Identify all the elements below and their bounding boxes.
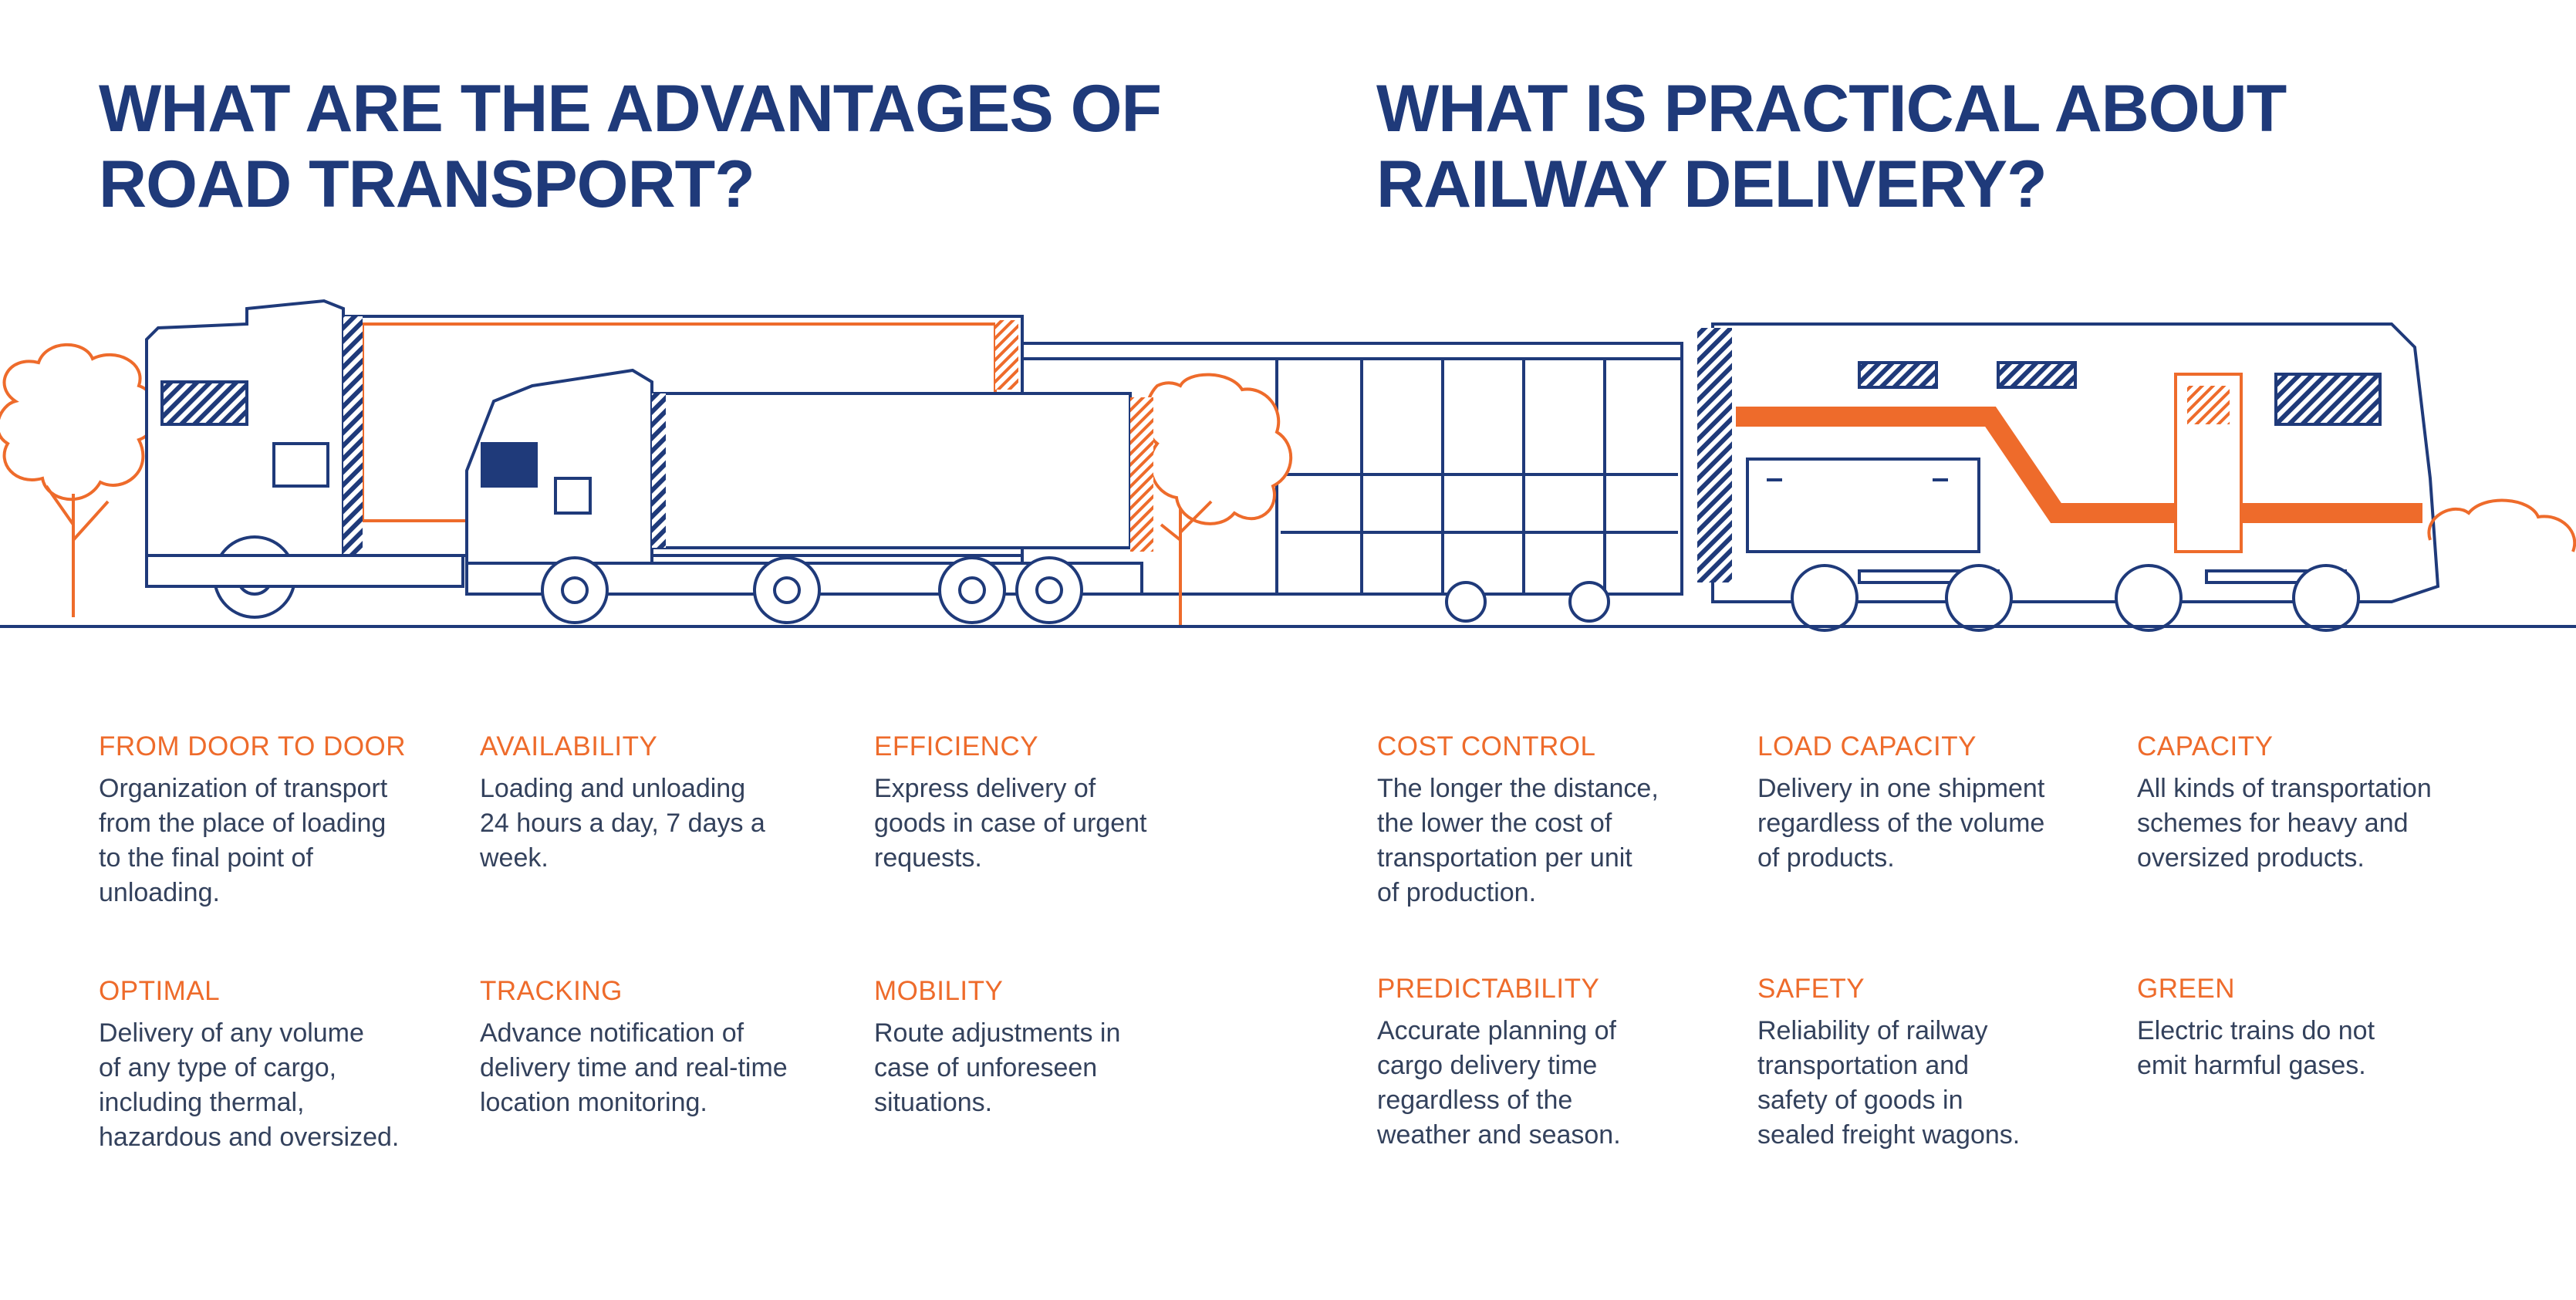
advantage-title: GREEN [2137,974,2235,1004]
road-heading-line-2: ROAD TRANSPORT? [99,147,755,221]
advantage-description-line: oversized products. [2137,843,2365,873]
advantage-description-line: goods in case of urgent [874,809,1147,838]
road-advantage-availability: AVAILABILITY Loading and unloading 24 ho… [480,731,842,876]
transport-illustration [0,299,2576,632]
advantage-description-line: of any type of cargo, [99,1053,337,1082]
advantage-description-line: The longer the distance, [1377,774,1659,803]
advantage-description: Electric trains do not emit harmful gase… [2137,1014,2500,1083]
advantage-description-line: case of unforeseen [874,1053,1098,1082]
advantage-title: MOBILITY [874,976,1004,1006]
advantage-description: All kinds of transportation schemes for … [2137,772,2500,876]
advantage-description-line: of production. [1377,878,1537,907]
advantage-description: Express delivery of goods in case of urg… [874,772,1237,876]
advantage-description: Accurate planning of cargo delivery time… [1377,1014,1740,1153]
advantage-description-line: Advance notification of [480,1018,744,1048]
advantage-description-line: cargo delivery time [1377,1051,1598,1080]
advantage-description-line: Loading and unloading [480,774,746,803]
advantage-title: OPTIMAL [99,976,221,1006]
advantage-description-line: week. [480,843,549,873]
rail-advantage-capacity: CAPACITY All kinds of transportation sch… [2137,731,2500,876]
tree-icon [2427,498,2576,552]
road-advantage-tracking: TRACKING Advance notification of deliver… [480,976,842,1120]
advantage-description-line: regardless of the volume [1757,809,2045,838]
advantage-description-line: emit harmful gases. [2137,1051,2366,1080]
advantage-title: COST CONTROL [1377,731,1596,761]
advantage-title: SAFETY [1757,974,1865,1004]
advantage-description-line: to the final point of [99,843,313,873]
rail-heading-line-2: RAILWAY DELIVERY? [1376,147,2048,221]
road-advantage-optimal: OPTIMAL Delivery of any volume of any ty… [99,976,461,1155]
advantage-title: TRACKING [480,976,623,1006]
advantage-description-line: of products. [1757,843,1895,873]
advantage-description: Reliability of railway transportation an… [1757,1014,2120,1153]
advantage-description: Delivery in one shipment regardless of t… [1757,772,2120,876]
advantage-description-line: from the place of loading [99,809,387,838]
road-advantage-from-door-to-door: FROM DOOR TO DOOR Organization of transp… [99,731,461,910]
road-transport-heading: WHAT ARE THE ADVANTAGES OF ROAD TRANSPOR… [99,71,1162,222]
advantage-description-line: Electric trains do not [2137,1016,2375,1045]
advantage-description-line: hazardous and oversized. [99,1123,400,1152]
advantage-description: Organization of transport from the place… [99,772,461,910]
advantage-title: EFFICIENCY [874,731,1039,761]
rail-advantage-predictability: PREDICTABILITY Accurate planning of carg… [1377,974,1740,1153]
advantage-description-line: Delivery of any volume [99,1018,364,1048]
advantage-description-line: delivery time and real-time [480,1053,788,1082]
rail-advantage-cost-control: COST CONTROL The longer the distance, th… [1377,731,1740,910]
rail-heading-line-1: WHAT IS PRACTICAL ABOUT [1376,72,2287,146]
rail-advantage-green: GREEN Electric trains do not emit harmfu… [2137,974,2500,1083]
locomotive-icon [1697,322,2440,632]
advantage-description-line: All kinds of transportation [2137,774,2432,803]
advantage-description-line: location monitoring. [480,1088,707,1117]
advantage-description-line: regardless of the [1377,1086,1573,1115]
advantage-title: FROM DOOR TO DOOR [99,731,407,761]
truck-icon [465,368,1153,624]
advantage-description: Advance notification of delivery time an… [480,1016,842,1120]
advantage-description-line: transportation and [1757,1051,1970,1080]
advantage-description: Delivery of any volume of any type of ca… [99,1016,461,1155]
advantage-description-line: schemes for heavy and [2137,809,2409,838]
advantage-description-line: weather and season. [1377,1120,1621,1150]
advantage-description-line: sealed freight wagons. [1757,1120,2021,1150]
advantage-description-line: Accurate planning of [1377,1016,1616,1045]
advantage-description-line: situations. [874,1088,993,1117]
road-advantage-mobility: MOBILITY Route adjustments in case of un… [874,976,1237,1120]
advantage-title: LOAD CAPACITY [1757,731,1977,761]
advantage-description-line: unloading. [99,878,220,907]
advantage-description-line: requests. [874,843,982,873]
road-advantage-efficiency: EFFICIENCY Express delivery of goods in … [874,731,1237,876]
advantage-description-line: safety of goods in [1757,1086,1963,1115]
advantage-description-line: the lower the cost of [1377,809,1612,838]
advantage-description: Route adjustments in case of unforeseen … [874,1016,1237,1120]
advantage-title: AVAILABILITY [480,731,658,761]
railway-delivery-heading: WHAT IS PRACTICAL ABOUT RAILWAY DELIVERY… [1376,71,2287,222]
advantage-title: CAPACITY [2137,731,2274,761]
advantage-description-line: including thermal, [99,1088,305,1117]
tree-icon [0,343,158,617]
advantage-description: The longer the distance, the lower the c… [1377,772,1740,910]
advantage-description-line: Reliability of railway [1757,1016,1988,1045]
advantage-description: Loading and unloading 24 hours a day, 7 … [480,772,842,876]
advantage-description-line: Delivery in one shipment [1757,774,2045,803]
advantage-description-line: transportation per unit [1377,843,1632,873]
advantage-title: PREDICTABILITY [1377,974,1600,1004]
advantage-description-line: 24 hours a day, 7 days a [480,809,765,838]
advantage-description-line: Organization of transport [99,774,388,803]
rail-advantage-safety: SAFETY Reliability of railway transporta… [1757,974,2120,1153]
road-heading-line-1: WHAT ARE THE ADVANTAGES OF [99,72,1162,146]
advantage-description-line: Express delivery of [874,774,1096,803]
advantage-description-line: Route adjustments in [874,1018,1121,1048]
rail-advantage-load-capacity: LOAD CAPACITY Delivery in one shipment r… [1757,731,2120,876]
